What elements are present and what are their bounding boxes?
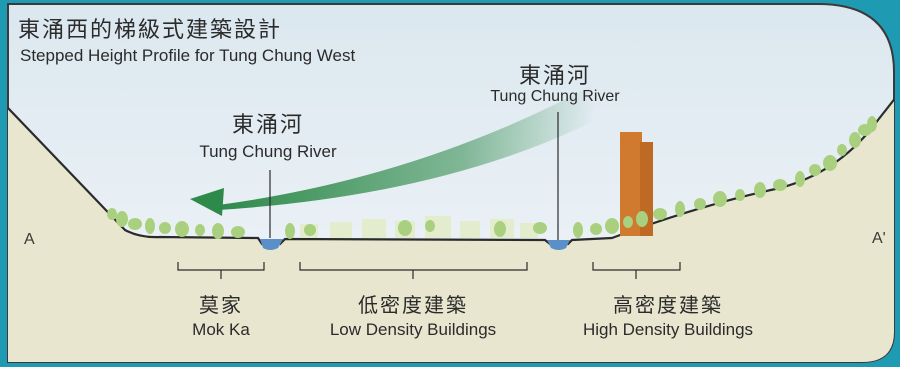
river-water-right xyxy=(547,240,570,250)
tree-icon xyxy=(773,179,787,191)
tree-icon xyxy=(107,208,117,220)
tree-icon xyxy=(735,189,745,201)
tree-icon xyxy=(116,211,128,227)
river-right-label-en: Tung Chung River xyxy=(490,88,620,105)
curved-arrow-icon xyxy=(218,84,595,210)
tree-icon xyxy=(425,220,435,232)
section-end-marker: A' xyxy=(872,230,886,247)
tree-icon xyxy=(533,222,547,234)
tree-icon xyxy=(675,201,685,217)
zone-high-density-zh: 高密度建築 xyxy=(613,293,723,317)
tree-icon xyxy=(837,144,847,156)
tree-canopy xyxy=(107,116,877,239)
river-right-label-zh: 東涌河 xyxy=(518,64,592,89)
tree-icon xyxy=(212,223,224,239)
tree-icon xyxy=(605,218,619,234)
zone-low-density-zh: 低密度建築 xyxy=(358,293,468,317)
tree-icon xyxy=(145,218,155,234)
title-en: Stepped Height Profile for Tung Chung We… xyxy=(20,46,356,65)
tree-icon xyxy=(694,198,706,210)
zone-mok-ka-zh: 莫家 xyxy=(199,293,243,317)
tree-icon xyxy=(867,116,877,132)
tree-icon xyxy=(573,222,583,238)
river-left-label-zh: 東涌河 xyxy=(231,113,305,138)
tree-icon xyxy=(128,218,142,230)
river-water-left xyxy=(260,239,283,250)
tree-icon xyxy=(590,223,602,235)
zone-low-density-en: Low Density Buildings xyxy=(329,320,497,339)
zone-high-density-en: High Density Buildings xyxy=(582,320,754,339)
tree-icon xyxy=(713,191,727,207)
tree-icon xyxy=(849,132,861,148)
tree-icon xyxy=(823,155,837,171)
tree-icon xyxy=(195,224,205,236)
terrain xyxy=(8,92,894,362)
tree-icon xyxy=(159,222,171,234)
tree-icon xyxy=(494,221,506,237)
tree-icon xyxy=(636,211,648,227)
tree-icon xyxy=(285,223,295,239)
zone-mok-ka-en: Mok Ka xyxy=(192,320,250,339)
tree-icon xyxy=(653,208,667,220)
tree-icon xyxy=(398,220,412,236)
arrow-head xyxy=(190,188,224,216)
tree-icon xyxy=(754,182,766,198)
title-zh: 東涌西的梯級式建築設計 xyxy=(18,18,283,43)
tree-icon xyxy=(231,226,245,238)
tree-icon xyxy=(795,171,805,187)
tree-icon xyxy=(175,221,189,237)
tree-icon xyxy=(623,216,633,228)
zone-brackets xyxy=(177,262,681,279)
section-start-marker: A xyxy=(24,231,35,248)
tree-icon xyxy=(304,224,316,236)
river-left-label-en: Tung Chung River xyxy=(199,142,337,161)
tree-icon xyxy=(809,164,821,176)
